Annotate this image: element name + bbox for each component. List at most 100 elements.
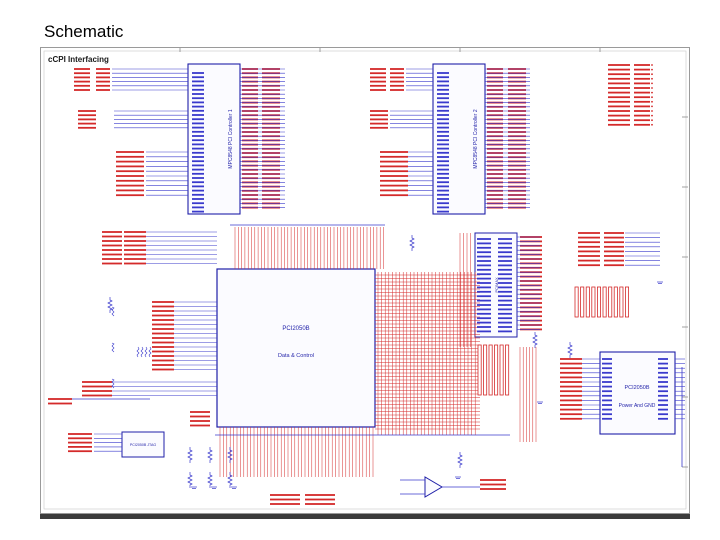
pin-name bbox=[477, 260, 491, 262]
resistor bbox=[136, 346, 140, 358]
net-label bbox=[116, 160, 144, 163]
pin-name bbox=[192, 109, 204, 112]
pin-name bbox=[437, 193, 449, 196]
net-label bbox=[380, 160, 408, 163]
pin-name bbox=[192, 72, 204, 74]
net-label bbox=[116, 155, 144, 158]
net-label bbox=[68, 433, 92, 435]
net-label bbox=[74, 89, 90, 91]
net-label bbox=[74, 68, 90, 70]
net-label bbox=[152, 346, 174, 348]
pci-connector-body bbox=[474, 232, 518, 338]
pin-name bbox=[192, 122, 204, 125]
pin-name bbox=[477, 264, 491, 267]
pin-name bbox=[477, 290, 491, 293]
pin-name bbox=[498, 299, 512, 302]
pin-name bbox=[477, 304, 491, 306]
net-label bbox=[102, 262, 122, 265]
pin-name bbox=[477, 317, 491, 320]
net-terminal bbox=[651, 64, 653, 66]
resistor-array bbox=[580, 286, 585, 318]
pin-name bbox=[658, 390, 668, 393]
pin-name bbox=[437, 135, 449, 137]
net-label bbox=[390, 76, 404, 79]
pin-name bbox=[192, 168, 204, 171]
pci-controller-1-label: MPC8548 PCI Controller 1 bbox=[228, 109, 234, 168]
pin-name bbox=[192, 189, 204, 192]
net-label bbox=[116, 170, 144, 173]
pin-name bbox=[602, 390, 612, 393]
net-label bbox=[634, 82, 650, 85]
pin-name bbox=[602, 371, 612, 374]
net-label bbox=[608, 123, 630, 126]
resistor-array bbox=[477, 344, 482, 396]
pin-name bbox=[477, 255, 491, 258]
net-label bbox=[560, 367, 582, 370]
pin-name bbox=[437, 168, 449, 171]
net-label bbox=[102, 258, 122, 260]
pin-name bbox=[477, 308, 491, 311]
net-label bbox=[370, 72, 386, 75]
pin-name bbox=[498, 312, 512, 315]
net-label bbox=[578, 255, 600, 257]
pin-name bbox=[437, 210, 449, 213]
pin-name bbox=[437, 76, 449, 79]
net-terminal bbox=[651, 119, 653, 122]
net-label bbox=[578, 236, 600, 239]
net-label bbox=[305, 494, 335, 496]
resistor bbox=[148, 346, 152, 358]
net-label bbox=[102, 240, 122, 242]
net-label bbox=[604, 232, 624, 234]
net-label bbox=[124, 235, 146, 238]
net-label bbox=[102, 231, 122, 233]
pin-name bbox=[498, 260, 512, 262]
pci2050b-power: PCI2050B Power And GND bbox=[599, 351, 676, 435]
net-label bbox=[370, 76, 386, 79]
pin-name bbox=[192, 130, 204, 133]
net-terminal bbox=[651, 82, 653, 85]
pin-name bbox=[192, 101, 204, 104]
net-terminal bbox=[651, 77, 653, 80]
pin-name bbox=[498, 255, 512, 258]
net-label bbox=[390, 84, 404, 87]
resistor bbox=[144, 346, 148, 358]
pin-name bbox=[192, 160, 204, 163]
net-label bbox=[608, 87, 630, 89]
pci2050b-main: PCI2050B Data & Control bbox=[216, 268, 376, 428]
pin-name bbox=[658, 413, 668, 416]
net-label bbox=[560, 371, 582, 374]
net-label bbox=[608, 100, 630, 103]
net-label bbox=[152, 301, 174, 303]
net-label bbox=[68, 450, 92, 453]
net-label bbox=[78, 114, 96, 117]
resistor-array bbox=[625, 286, 630, 318]
pin-name bbox=[477, 286, 491, 289]
resistor-array bbox=[608, 286, 613, 318]
resistor-array bbox=[585, 286, 590, 318]
pin-name bbox=[192, 126, 204, 129]
net-label bbox=[82, 381, 112, 383]
net-label bbox=[68, 437, 92, 440]
net-label bbox=[634, 100, 650, 103]
pin-name bbox=[437, 126, 449, 129]
net-label bbox=[190, 415, 210, 418]
pin-name bbox=[477, 268, 491, 271]
wire-layer bbox=[48, 64, 685, 505]
net-label bbox=[634, 123, 650, 126]
pin-name bbox=[602, 399, 612, 402]
resistor bbox=[187, 472, 193, 488]
net-label bbox=[604, 245, 624, 248]
net-label bbox=[560, 390, 582, 393]
net-label bbox=[634, 119, 650, 122]
net-label bbox=[370, 110, 388, 112]
pin-name bbox=[437, 189, 449, 192]
net-label bbox=[370, 118, 388, 121]
resistor bbox=[140, 346, 144, 358]
net-label bbox=[380, 175, 408, 177]
net-label bbox=[560, 408, 582, 411]
pin-name bbox=[437, 88, 449, 91]
resistor-array bbox=[602, 286, 607, 318]
pin-name bbox=[498, 277, 512, 280]
resistor bbox=[457, 452, 463, 468]
pin-name bbox=[602, 417, 612, 420]
